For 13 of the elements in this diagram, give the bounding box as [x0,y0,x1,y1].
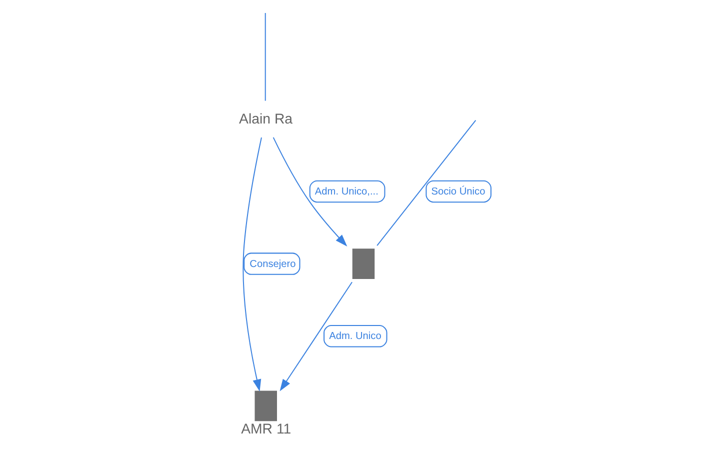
node-building [352,248,374,279]
connector [376,120,476,246]
arrow [242,137,262,392]
node-box [254,390,276,422]
node-text: Alain Ra [238,111,292,128]
node-label: AMR 11 [240,421,291,438]
arrow [279,282,352,392]
edge-label: Socio Único [430,186,485,198]
connector [264,13,266,101]
edge-label: Adm. Unico,... [314,186,378,198]
arrow [272,137,347,246]
edge-label: Consejero [249,258,296,270]
edge-label: Adm. Unico [328,331,381,342]
